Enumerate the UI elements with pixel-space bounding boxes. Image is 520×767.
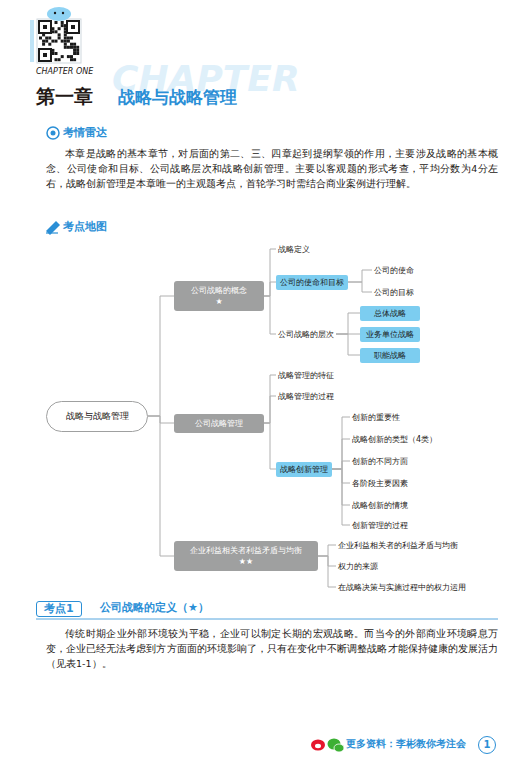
key-topic: 业务单位战略 (360, 327, 420, 342)
branch-connector (332, 439, 350, 469)
node-label: 公司的使命 (374, 265, 414, 276)
qr-code (37, 19, 81, 63)
node-label: 考点1 (44, 602, 74, 616)
branch-connector (148, 416, 174, 423)
footer-note: 更多资料：李彬教你考注会 (346, 738, 466, 750)
branch-connector (336, 334, 360, 355)
branch-connector (148, 416, 174, 556)
node-label: 权力的来源 (338, 561, 378, 572)
chapter-number: 第一章 (36, 84, 93, 109)
radar-icon (47, 127, 59, 139)
topic-tag: 考点1 (36, 601, 82, 617)
chapter-kicker: CHAPTER ONE (36, 67, 93, 77)
key-topic: 总体战略 (360, 306, 420, 321)
node-label: 总体战略 (364, 308, 416, 319)
branch-connector (332, 469, 350, 483)
node-label: 在战略决策与实施过程中的权力运用 (338, 582, 466, 593)
node-label: 职能战略 (364, 350, 416, 361)
node-label: 公司战略管理 (180, 418, 258, 429)
leaf-topic: 创新的重要性 (350, 411, 402, 424)
section-heading: 考情雷达 (63, 126, 107, 140)
node-label: 战略创新的情境 (352, 500, 408, 511)
rating-stars: ★ (180, 296, 258, 307)
root-topic: 战略与战略管理 (46, 401, 148, 432)
node-label: 战略管理的特征 (278, 370, 334, 381)
leaf-topic: 权力的来源 (336, 560, 380, 573)
social-icons (311, 739, 344, 753)
node-label: 战略定义 (278, 244, 310, 255)
branch-connector (264, 296, 276, 334)
node-label: 战略创新管理 (280, 464, 328, 475)
branch-connector (264, 423, 276, 469)
branch-connector (318, 556, 336, 587)
key-topic: 公司的使命和目标 (276, 275, 348, 290)
body-paragraph: 本章是战略的基本章节，对后面的第二、三、四章起到提纲挈领的作用，主要涉及战略的基… (46, 146, 498, 191)
node-label: 战略与战略管理 (57, 411, 137, 422)
node-label: 公司的目标 (374, 287, 414, 298)
node-label: 公司战略的概念 (180, 285, 258, 296)
branch-connector (348, 282, 372, 292)
chapter-title: 战略与战略管理 (118, 86, 237, 108)
node-label: 公司战略的层次 (278, 329, 334, 340)
leaf-topic: 战略管理的过程 (276, 390, 336, 403)
page-number: 1 (478, 736, 496, 754)
leaf-topic: 战略管理的特征 (276, 369, 336, 382)
node-label: 各阶段主要因素 (352, 478, 408, 489)
leaf-topic: 战略创新的类型（4类） (350, 433, 439, 446)
branch-connector (264, 396, 276, 423)
branch-connector (264, 249, 276, 296)
section-heading: 考点地图 (63, 220, 107, 234)
leaf-topic: 战略创新的情境 (350, 499, 410, 512)
branch-connector (348, 270, 372, 282)
branch-connector (332, 469, 350, 525)
branch-connector (264, 375, 276, 423)
section-rule (36, 619, 498, 620)
node-label: 1 (479, 737, 495, 752)
node-label: 战略创新的类型（4类） (352, 434, 437, 445)
node-label: 企业利益相关者利益矛盾与均衡 (180, 545, 312, 556)
leaf-topic: 创新的不同方面 (350, 455, 410, 468)
rating-stars: ★★ (180, 556, 312, 567)
branch-connector (332, 461, 350, 469)
node-label: 业务单位战略 (364, 329, 416, 340)
leaf-topic: 创新管理的过程 (350, 519, 410, 532)
side-strip (30, 20, 34, 62)
leaf-topic: 公司战略的层次 (276, 328, 336, 341)
key-topic: 战略创新管理 (276, 462, 332, 477)
node-label: 创新的不同方面 (352, 456, 408, 467)
leaf-topic: 在战略决策与实施过程中的权力运用 (336, 581, 468, 594)
node-label: 战略管理的过程 (278, 391, 334, 402)
branch-connector (336, 313, 360, 334)
body-paragraph: 传统时期企业外部环境较为平稳，企业可以制定长期的宏观战略。而当今的外部商业环境瞬… (46, 626, 498, 671)
node-label: 创新的重要性 (352, 412, 400, 423)
main-branch: 公司战略的概念★ (174, 281, 264, 311)
node-label: 公司的使命和目标 (280, 277, 344, 288)
main-branch: 公司战略管理 (174, 414, 264, 433)
key-topic: 职能战略 (360, 348, 420, 363)
branch-connector (148, 296, 174, 416)
node-label: 企业利益相关者的利益矛盾与均衡 (338, 540, 458, 551)
main-branch: 企业利益相关者利益矛盾与均衡★★ (174, 541, 318, 571)
map-icon (46, 221, 60, 235)
branch-connector (332, 469, 350, 505)
mascot-icon (47, 7, 71, 21)
branch-connector (332, 417, 350, 469)
leaf-topic: 公司的目标 (372, 286, 416, 299)
topic-heading: 公司战略的定义（★） (100, 601, 209, 615)
branch-connector (318, 545, 336, 556)
leaf-topic: 企业利益相关者的利益矛盾与均衡 (336, 539, 460, 552)
leaf-topic: 战略定义 (276, 243, 312, 256)
branch-connector (264, 282, 276, 296)
leaf-topic: 各阶段主要因素 (350, 477, 410, 490)
node-label: 创新管理的过程 (352, 520, 408, 531)
branch-connector (318, 556, 336, 566)
leaf-topic: 公司的使命 (372, 264, 416, 277)
